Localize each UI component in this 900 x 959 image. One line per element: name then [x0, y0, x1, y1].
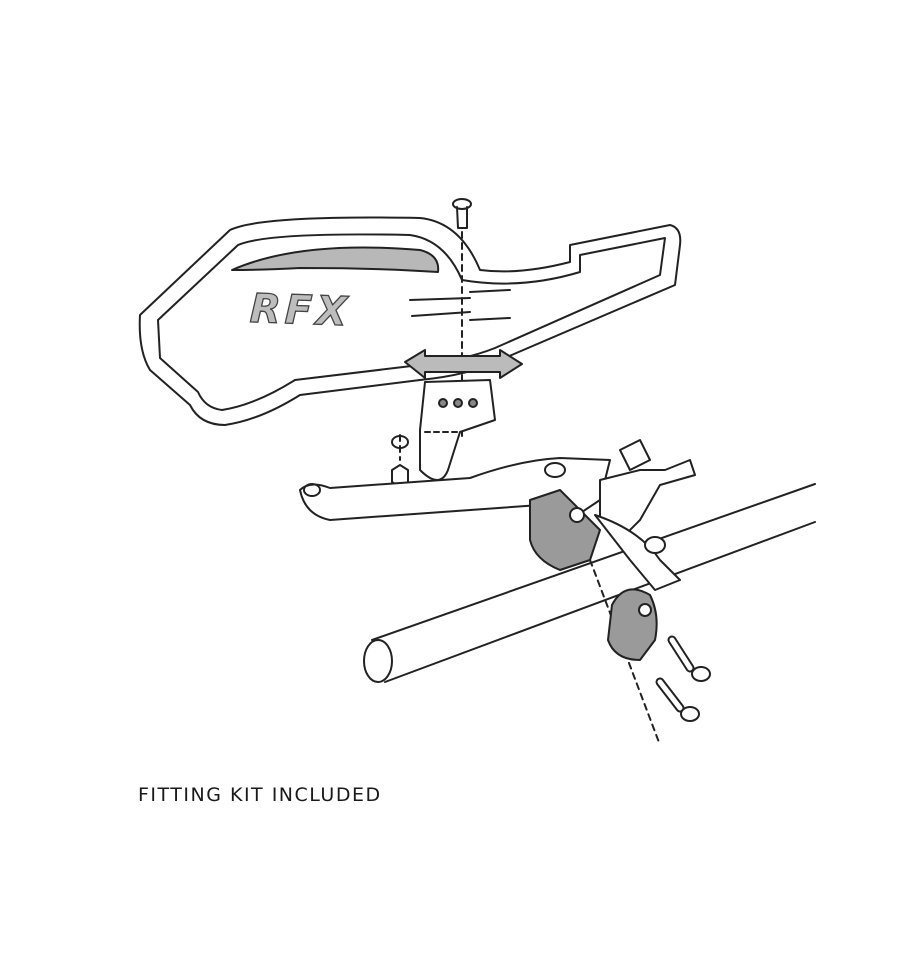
- washer: [391, 435, 409, 449]
- rfx-logo: RFX: [249, 286, 352, 335]
- top-bolt: [452, 198, 472, 229]
- adjust-arrow: [404, 349, 523, 379]
- fitting-kit-caption: FITTING KIT INCLUDED: [138, 784, 382, 806]
- clutch-lever: [299, 439, 696, 746]
- clamp-bolts: [655, 635, 711, 722]
- clamp: [607, 588, 658, 661]
- handlebar: [363, 483, 816, 683]
- mount-bracket: [419, 379, 496, 481]
- handguard: [138, 216, 682, 426]
